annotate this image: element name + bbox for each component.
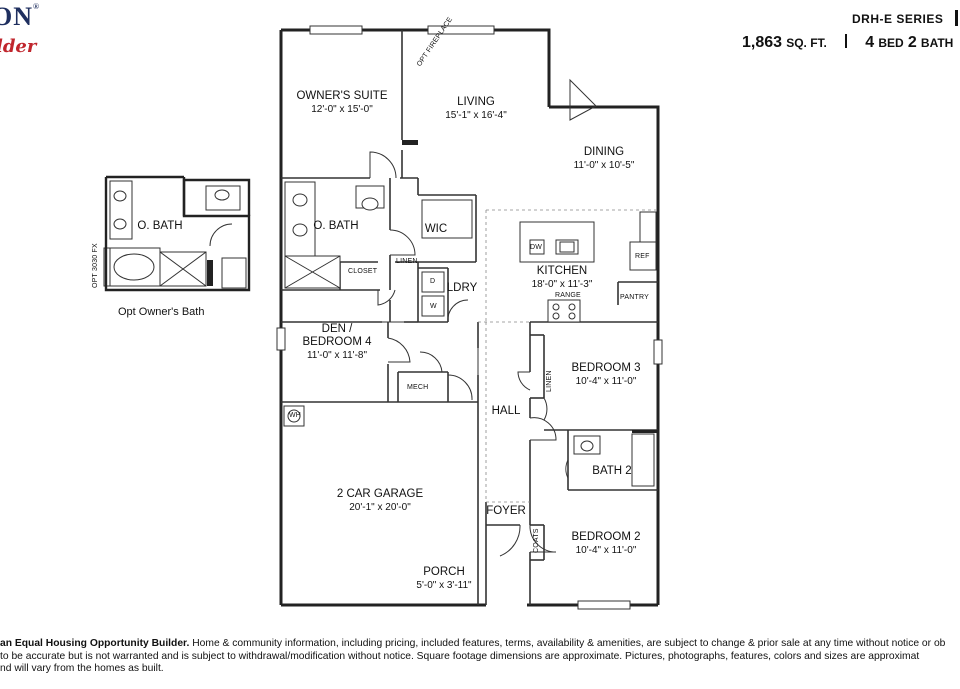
bath-label: BATH [920, 36, 954, 50]
disclaimer: an Equal Housing Opportunity Builder. Ho… [0, 638, 960, 676]
bath-count: 2 [907, 34, 917, 51]
label-washer: W [430, 303, 437, 310]
label-opt-window: OPT 3030 FX [92, 243, 99, 288]
disclaimer-line-3: nd will vary from the homes as built. [0, 663, 164, 674]
disclaimer-line-2: to be accurate but is not warranted and … [0, 650, 920, 662]
room-laundry: LDRY [446, 282, 478, 294]
opt-bath-fixtures [109, 180, 247, 289]
label-dishwasher: DW [530, 244, 543, 251]
label-pantry: PANTRY [620, 294, 649, 301]
home-specs: 1,863 SQ. FT. 4 BED 2 BATH [742, 34, 953, 52]
disclaimer-line-1: an Equal Housing Opportunity Builder. Ho… [0, 638, 946, 649]
label-mech: MECH [407, 384, 429, 391]
room-wic: WIC [424, 223, 448, 235]
sqft-value: 1,863 [742, 34, 783, 51]
brand-tagline: lder [0, 36, 37, 57]
room-foyer: FOYER [486, 505, 526, 517]
interior-walls [281, 30, 658, 605]
series-name: DRH-E SERIES [852, 12, 944, 26]
label-linen: LINEN [396, 258, 418, 265]
label-dryer: D [430, 278, 436, 285]
label-coats: COATS [533, 528, 540, 553]
room-bath-2: BATH 2 [592, 465, 632, 477]
windows [103, 25, 663, 610]
opt-owners-bath-inset [104, 175, 251, 292]
bed-count: 4 [865, 34, 875, 51]
spec-divider [845, 34, 848, 48]
label-linen-hall: LINEN [546, 370, 553, 392]
inset-caption: Opt Owner's Bath [118, 306, 205, 318]
sqft-unit: SQ. FT. [786, 36, 827, 50]
label-water-heater: WH [289, 412, 302, 419]
kitchen-fixtures [519, 211, 657, 323]
room-opt-o-bath: O. BATH [137, 220, 183, 232]
brand-name: ON® [0, 2, 40, 31]
label-refrigerator: REF [635, 253, 650, 260]
label-range: RANGE [555, 292, 581, 299]
doors [369, 78, 597, 557]
room-o-bath: O. BATH [313, 220, 359, 232]
open-area-lines [478, 209, 658, 503]
bed-label: BED [878, 36, 904, 50]
label-closet: CLOSET [348, 268, 378, 275]
bath-fixtures [283, 181, 655, 487]
series-divider [955, 10, 958, 26]
wall-posts [207, 140, 658, 433]
brand-logo: ON® lder [0, 2, 60, 62]
room-hall: HALL [491, 405, 521, 417]
